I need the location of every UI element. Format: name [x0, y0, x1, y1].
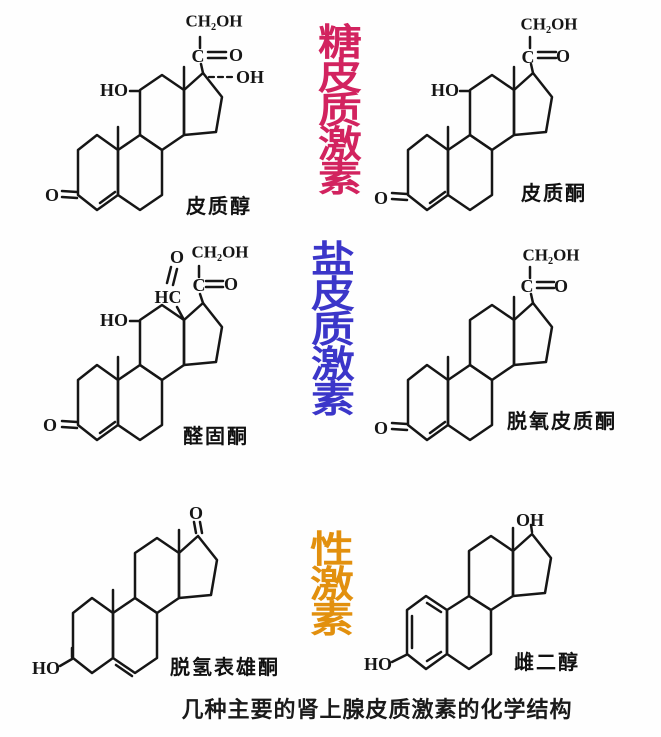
cortisol-ch2oh-label: CH₂OH [185, 11, 243, 31]
estradiol-name: 雌二醇 [514, 652, 580, 674]
doc-name: 脱氧皮质酮 [507, 411, 617, 433]
deoxycorticosterone-structure-drawing [390, 265, 556, 442]
aldosterone-hc-label: HC [154, 287, 182, 307]
aldosterone-ketone-o-label: O [42, 415, 58, 435]
aldosterone-chain-o-label: O [223, 274, 239, 294]
estradiol-ho-label: HO [363, 654, 393, 674]
corticosterone-name: 皮质酮 [521, 183, 587, 205]
corticosterone-c-label: C [521, 47, 535, 67]
figure-caption: 几种主要的肾上腺皮质激素的化学结构 [181, 697, 573, 722]
aldosterone-name: 醛固酮 [183, 426, 249, 448]
cortisol-oh-label: OH [235, 67, 265, 87]
dhea-name: 脱氢表雄酮 [170, 657, 280, 679]
cortisol-ho-label: HO [99, 80, 129, 100]
estradiol-structure-drawing [390, 523, 553, 671]
corticosterone-ho-label: HO [430, 80, 460, 100]
aldosterone-aldehyde-o-label: O [169, 247, 185, 267]
doc-chain-o-label: O [553, 276, 569, 296]
corticosterone-structure-drawing [390, 35, 558, 212]
aldosterone-structure-drawing [60, 264, 225, 442]
doc-ch2oh-label: CH₂OH [522, 245, 580, 265]
cortisol-ketone-o-label: O [44, 185, 60, 205]
dhea-ketone-o-label: O [188, 503, 204, 523]
doc-c-label: C [520, 276, 534, 296]
corticosterone-ketone-o-label: O [373, 188, 389, 208]
cortisol-c-label: C [191, 46, 205, 66]
dhea-ho-label: HO [31, 658, 61, 678]
section-label-mineralocorticoid: 盐皮质激素 [311, 239, 355, 420]
corticosterone-ch2oh-label: CH₂OH [520, 14, 578, 34]
section-label-glucocorticoid: 糖皮质激素 [318, 22, 362, 199]
estradiol-oh-label: OH [515, 510, 545, 530]
doc-ketone-o-label: O [373, 418, 389, 438]
cortisol-name: 皮质醇 [186, 196, 252, 218]
cortisol-structure-drawing [60, 35, 238, 212]
corticosterone-chain-o-label: O [555, 46, 571, 66]
dhea-structure-drawing [58, 520, 219, 678]
aldosterone-ho-label: HO [99, 310, 129, 330]
aldosterone-ch2oh-label: CH₂OH [191, 242, 249, 262]
aldosterone-c-label: C [192, 275, 206, 295]
cortisol-chain-o-label: O [228, 45, 244, 65]
section-label-sex-hormone: 性激素 [310, 529, 354, 640]
